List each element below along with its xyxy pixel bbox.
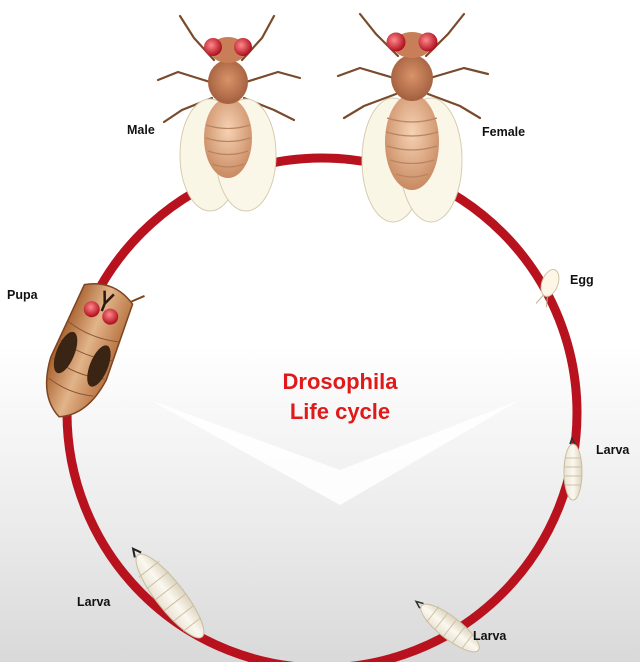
pupa xyxy=(31,272,144,429)
title-line-1: Drosophila xyxy=(220,367,460,397)
diagram-title: Drosophila Life cycle xyxy=(220,367,460,427)
label-egg: Egg xyxy=(570,273,594,287)
label-larva-left: Larva xyxy=(77,595,110,609)
male-fly xyxy=(158,16,300,211)
label-pupa: Pupa xyxy=(7,288,38,302)
label-larva-bottom: Larva xyxy=(473,629,506,643)
title-line-2: Life cycle xyxy=(220,397,460,427)
female-fly xyxy=(338,14,488,222)
label-female: Female xyxy=(482,125,525,139)
label-larva-right: Larva xyxy=(596,443,629,457)
label-male: Male xyxy=(127,123,155,137)
larva-right xyxy=(564,438,582,500)
